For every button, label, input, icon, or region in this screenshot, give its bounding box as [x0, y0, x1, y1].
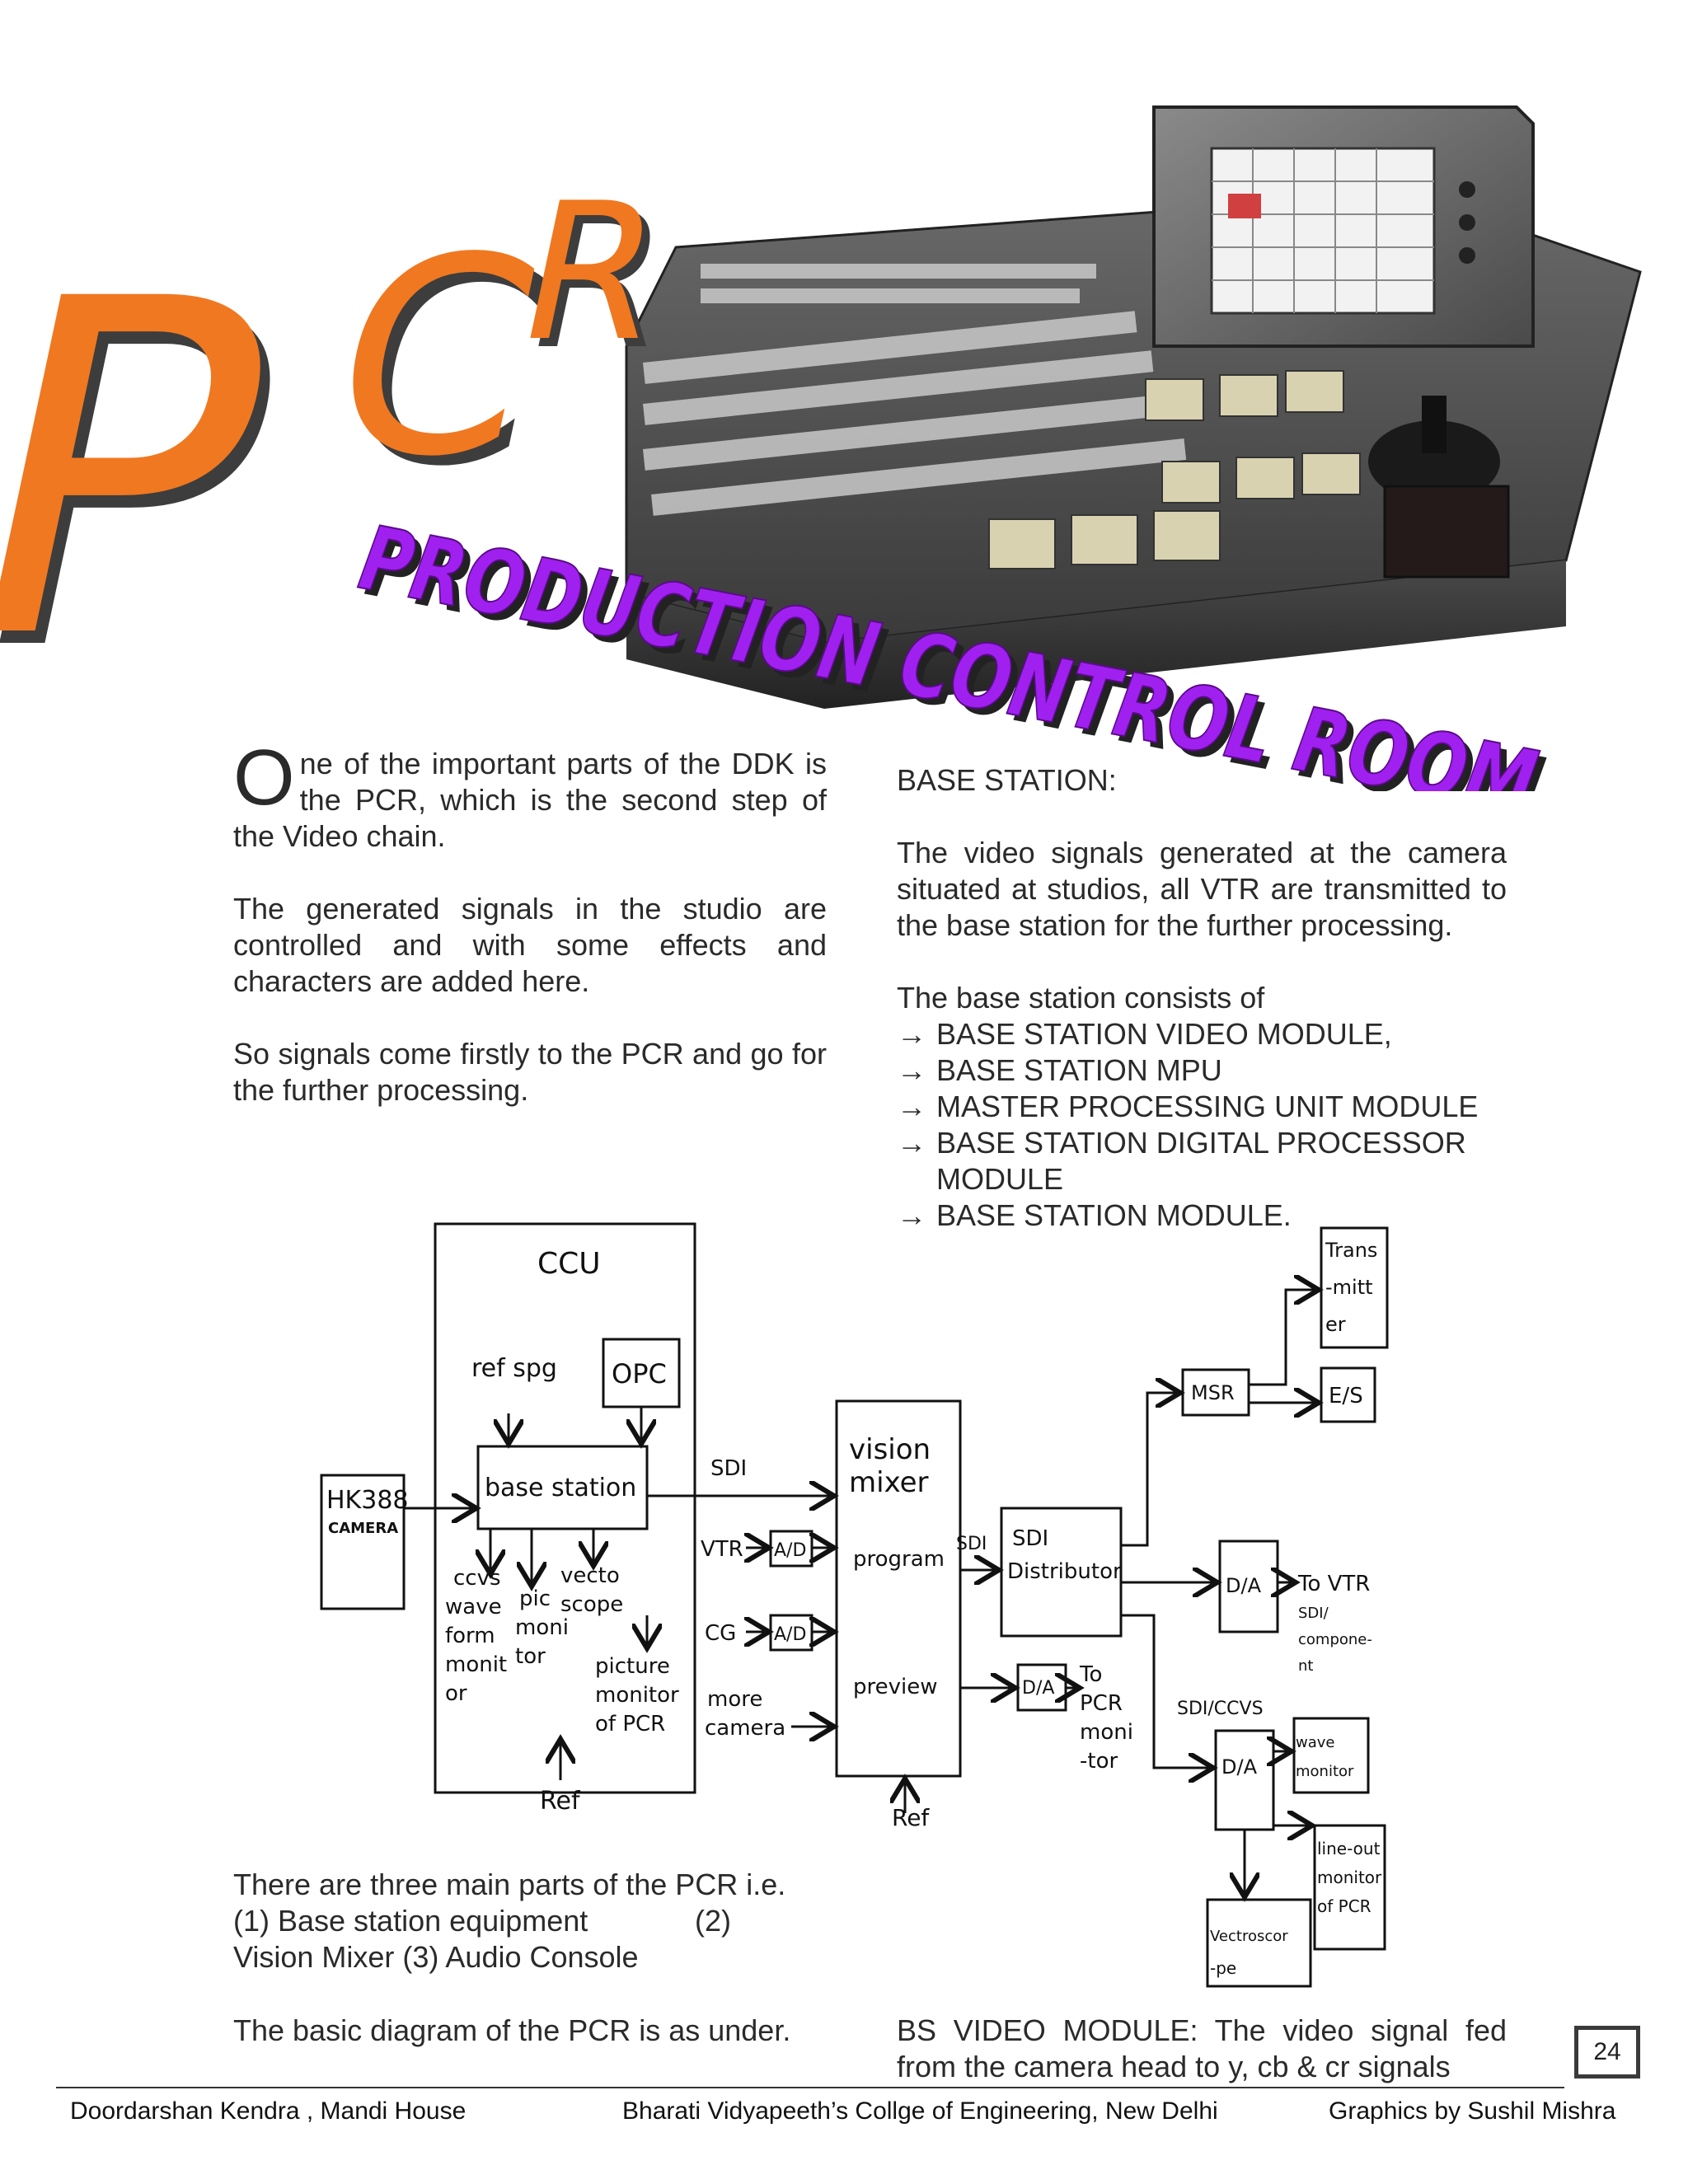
svg-text:monitor: monitor: [595, 1683, 679, 1708]
svg-text:D/A: D/A: [1226, 1574, 1262, 1597]
svg-text:tor: tor: [515, 1644, 546, 1669]
svg-text:D/A: D/A: [1022, 1678, 1054, 1699]
svg-text:To VTR: To VTR: [1297, 1572, 1370, 1596]
switcher-console-illustration: P P C C R R PRODUCTION CONTROL ROOM PROD…: [0, 105, 1642, 842]
diagram-intro: The basic diagram of the PCR is as under…: [233, 2013, 791, 2047]
list-item: BASE STATION MODULE.: [897, 1197, 1507, 1234]
svg-text:SDI: SDI: [710, 1456, 747, 1481]
right-column: BASE STATION: The video signals generate…: [897, 762, 1507, 1234]
svg-text:A/D: A/D: [774, 1624, 806, 1645]
svg-text:MSR: MSR: [1191, 1381, 1235, 1404]
svg-text:monit: monit: [445, 1652, 507, 1677]
svg-text:pic: pic: [519, 1586, 551, 1611]
svg-text:Ref: Ref: [892, 1804, 930, 1831]
svg-text:SDI/CCVS: SDI/CCVS: [1177, 1699, 1264, 1719]
svg-text:moni: moni: [515, 1615, 569, 1640]
lineout-monitor-box: [1313, 1824, 1386, 1951]
footer-left: Doordarshan Kendra , Mandi House: [70, 2097, 467, 2125]
svg-text:of PCR: of PCR: [595, 1712, 665, 1736]
svg-text:SDI: SDI: [956, 1534, 987, 1554]
footer-right: Graphics by Sushil Mishra: [1329, 2097, 1616, 2125]
svg-text:PCR: PCR: [1080, 1691, 1123, 1716]
pcr-logo: P P C C R R: [0, 162, 689, 752]
svg-text:-tor: -tor: [1080, 1749, 1118, 1774]
camera-label: CAMERA: [328, 1520, 398, 1537]
base-station-heading: BASE STATION:: [897, 763, 1117, 797]
svg-text:line-out: line-out: [1317, 1839, 1381, 1858]
header-illustration: P P C C R R PRODUCTION CONTROL ROOM PROD…: [0, 0, 1688, 842]
svg-text:-mitt: -mitt: [1325, 1276, 1373, 1299]
svg-text:camera: camera: [705, 1716, 785, 1741]
processing-paragraph: So signals come firstly to the PCR and g…: [233, 1037, 827, 1107]
base-station-list: BASE STATION VIDEO MODULE, BASE STATION …: [897, 1016, 1507, 1234]
svg-text:monitor: monitor: [1317, 1868, 1382, 1887]
pcr-block-diagram: CCU ref spg OPC base station HK388 CAMER…: [0, 1212, 1688, 2003]
svg-text:form: form: [445, 1624, 495, 1648]
svg-text:wave: wave: [445, 1595, 502, 1619]
svg-text:of PCR: of PCR: [1317, 1896, 1372, 1916]
hk388-label: HK388: [326, 1486, 409, 1515]
base-station-consists: The base station consists of: [897, 981, 1265, 1015]
svg-text:scope: scope: [560, 1592, 623, 1617]
svg-text:CG: CG: [705, 1621, 736, 1646]
list-item: BASE STATION DIGITAL PROCESSOR MODULE: [897, 1125, 1507, 1197]
hk388-box: [320, 1474, 406, 1610]
svg-text:nt: nt: [1298, 1657, 1313, 1675]
svg-text:Vectroscor: Vectroscor: [1210, 1928, 1288, 1945]
svg-text:vecto: vecto: [560, 1563, 620, 1588]
signals-paragraph: The generated signals in the studio are …: [233, 892, 827, 998]
list-item: MASTER PROCESSING UNIT MODULE: [897, 1089, 1507, 1125]
svg-text:moni: moni: [1080, 1720, 1133, 1745]
svg-text:or: or: [445, 1681, 467, 1706]
sdi-distributor-label: Distributor: [1007, 1559, 1122, 1584]
svg-text:mixer: mixer: [849, 1466, 929, 1499]
footer-rule: [56, 2087, 1564, 2088]
svg-text:A/D: A/D: [774, 1540, 806, 1561]
svg-text:picture: picture: [595, 1654, 670, 1679]
svg-text:To: To: [1079, 1662, 1102, 1687]
svg-text:Trans: Trans: [1325, 1239, 1377, 1262]
svg-text:preview: preview: [853, 1675, 938, 1699]
opc-box: [602, 1338, 681, 1408]
ref-spg-label: ref spg: [471, 1354, 557, 1383]
wave-monitor-box: [1292, 1717, 1370, 1794]
list-item: BASE STATION MPU: [897, 1052, 1507, 1089]
three-parts-paragraph: There are three main parts of the PCR i.…: [233, 1868, 786, 1974]
base-station-paragraph: The video signals generated at the camer…: [897, 836, 1507, 942]
footer-center: Bharati Vidyapeeth’s Collge of Engineeri…: [622, 2097, 1218, 2125]
svg-text:SDI: SDI: [1012, 1526, 1048, 1551]
ccu-label: CCU: [537, 1247, 601, 1281]
svg-text:more: more: [707, 1687, 762, 1712]
svg-text:monitor: monitor: [1296, 1763, 1354, 1780]
svg-text:er: er: [1325, 1313, 1346, 1336]
svg-text:compone-: compone-: [1298, 1631, 1372, 1648]
svg-text:wave: wave: [1296, 1734, 1334, 1751]
page-number: 24: [1574, 2026, 1640, 2079]
svg-text:E/S: E/S: [1329, 1384, 1363, 1408]
diagram-svg: CCU ref spg OPC base station HK388 CAMER…: [320, 1222, 1389, 1988]
base-station-label: base station: [485, 1474, 636, 1502]
vision-mixer-label: vision: [849, 1433, 931, 1466]
svg-text:-pe: -pe: [1210, 1958, 1236, 1978]
drop-cap: O: [233, 733, 295, 822]
ref-label: Ref: [540, 1787, 581, 1816]
base-station-box: [476, 1445, 649, 1530]
svg-text:SDI/: SDI/: [1298, 1605, 1329, 1622]
svg-text:ccvs: ccvs: [453, 1566, 501, 1591]
da3-box: [1214, 1729, 1275, 1831]
svg-text:program: program: [853, 1547, 945, 1572]
opc-label: OPC: [612, 1358, 667, 1390]
svg-text:D/A: D/A: [1221, 1755, 1258, 1779]
list-item: BASE STATION VIDEO MODULE,: [897, 1016, 1507, 1052]
bs-video-module-paragraph: BS VIDEO MODULE: The video signal fed fr…: [897, 2013, 1507, 2083]
svg-text:VTR: VTR: [701, 1537, 743, 1562]
